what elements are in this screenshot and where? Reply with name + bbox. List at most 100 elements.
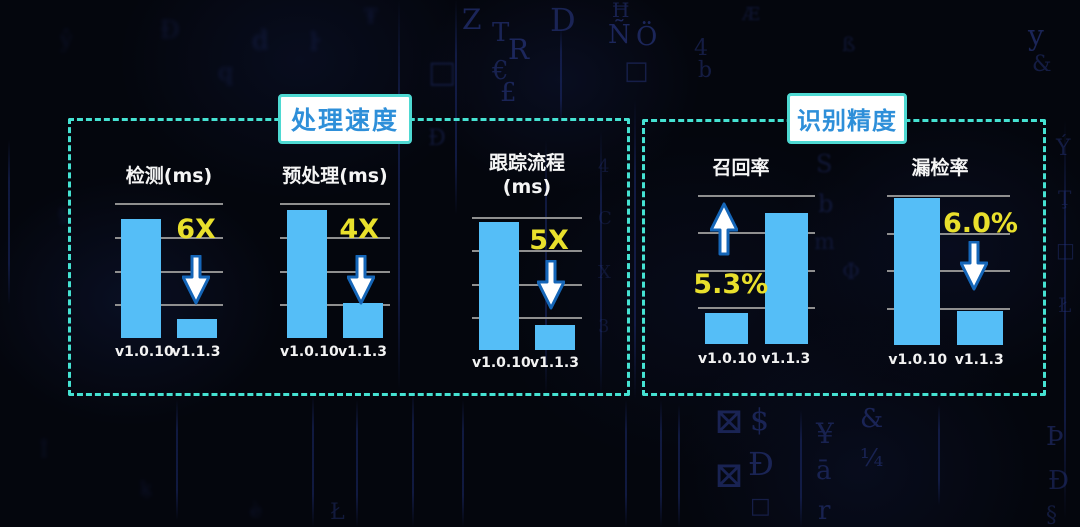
gridline [472, 283, 582, 286]
background-streak [8, 140, 10, 305]
background-streak [678, 405, 680, 527]
background-glyph: Æ [742, 4, 761, 25]
background-streak [412, 390, 414, 527]
gridline [115, 203, 223, 205]
background-glyph: Ñ [608, 20, 631, 50]
background-glyph: Ħ [612, 0, 630, 22]
background-glyph: Ð [160, 16, 180, 44]
background-glyph: r [818, 496, 831, 526]
panel-title-recognition-accuracy: 识别精度 [787, 93, 907, 144]
background-glyph: Ð [428, 126, 446, 151]
background-streak [625, 400, 627, 527]
background-glyph: Ŧ [364, 4, 378, 28]
background-streak [660, 400, 662, 527]
gridline [280, 203, 390, 205]
background-glyph: Ł [1058, 293, 1072, 317]
bar-v1010 [121, 219, 162, 338]
background-glyph: Þ [1046, 422, 1064, 452]
background-glyph: R [508, 33, 530, 66]
background-glyph: Ý [1056, 136, 1071, 161]
bar-v113 [534, 324, 576, 350]
panel-title-text: 识别精度 [797, 107, 897, 135]
improvement-arrow-down-icon [537, 260, 566, 310]
background-glyph: b [818, 190, 834, 218]
background-streak [176, 400, 178, 520]
background-glyph: D [550, 1, 576, 39]
chart-title-detection: 检测(ms) [125, 165, 213, 187]
bar-v1010 [478, 222, 520, 350]
panel-title-text: 处理速度 [290, 106, 399, 135]
background-glyph: S [816, 150, 833, 178]
background-glyph: & [860, 404, 884, 434]
chart-tracking-plot: 5X [472, 217, 582, 350]
background-glyph: d [252, 26, 269, 56]
background-glyph: ⊠ [714, 401, 745, 442]
improvement-arrow-down-icon [960, 241, 989, 291]
chart-title-miss-rate: 漏检率 [911, 157, 969, 179]
background-glyph: Ī [40, 438, 48, 462]
improvement-arrow-down-icon [347, 255, 376, 305]
gridline [115, 304, 223, 307]
chart-title-recall: 召回率 [712, 157, 770, 179]
improvement-annotation: 6.0% [943, 208, 1018, 239]
background-glyph: □ [428, 55, 457, 90]
bar-v113 [957, 310, 1003, 345]
version-label: v1.1.3 [954, 352, 1004, 368]
background-glyph: € [492, 56, 509, 86]
background-glyph: □ [750, 494, 771, 519]
background-streak [560, 28, 562, 123]
background-glyph: 3 [598, 316, 610, 337]
background-glyph: ß [842, 32, 856, 56]
gridline [698, 269, 815, 272]
background-glyph: ŷ [60, 28, 73, 53]
version-label: v1.0.10 [472, 355, 531, 371]
gridline [698, 232, 815, 235]
gridline [115, 236, 223, 239]
gridline [280, 236, 390, 239]
background-glyph: m [814, 230, 835, 255]
background-glyph: 4 [694, 36, 708, 61]
bar-v1010 [894, 198, 940, 345]
gridline [280, 304, 390, 307]
background-streak [600, 130, 602, 395]
chart-subtitle-tracking: (ms) [502, 176, 552, 198]
version-label: v1.1.3 [530, 355, 579, 371]
improvement-annotation: 6X [176, 214, 216, 245]
background-streak [312, 395, 314, 527]
version-labels: v1.0.10 v1.1.3 [280, 344, 390, 360]
gridline [887, 307, 1010, 310]
background-glyph: è [250, 498, 262, 522]
background-glyph: 4 [598, 156, 610, 177]
background-glyph: b [698, 58, 713, 83]
version-label: v1.1.3 [761, 351, 811, 367]
bar-v1010 [286, 209, 328, 338]
chart-detection-plot: 6X [115, 203, 223, 338]
bar-v1010 [705, 312, 749, 344]
chart-miss-rate-plot: 6.0% [887, 195, 1018, 345]
background-glyph: Φ [842, 260, 861, 285]
version-label: v1.0.10 [888, 352, 948, 368]
background-glyph: £ [500, 78, 517, 108]
background-glyph: § [1046, 503, 1057, 527]
background-streak [800, 410, 802, 527]
improvement-arrow-up-icon [709, 202, 738, 256]
version-label: v1.1.3 [338, 344, 387, 360]
improvement-annotation: 5.3% [693, 269, 769, 300]
version-label: v1.0.10 [280, 344, 339, 360]
background-glyph: □ [1056, 238, 1075, 262]
background-glyph: y [1028, 19, 1044, 52]
version-label: v1.0.10 [115, 344, 174, 360]
background-streak [462, 400, 464, 527]
gridline [115, 270, 223, 273]
background-glyph: ¥ [816, 417, 834, 450]
background-streak [356, 400, 358, 527]
background-glyph: ¼ [860, 444, 884, 472]
background-glyph: $ [750, 403, 770, 438]
background-glyph: Z [462, 3, 482, 36]
background-glyph: & [1032, 52, 1052, 77]
background-glyph: ķ [140, 476, 153, 500]
chart-preprocessing-plot: 4X [280, 203, 390, 338]
background-glyph: § [58, 203, 68, 227]
background-streak [1064, 120, 1066, 520]
panel-title-processing-speed: 处理速度 [278, 94, 412, 144]
